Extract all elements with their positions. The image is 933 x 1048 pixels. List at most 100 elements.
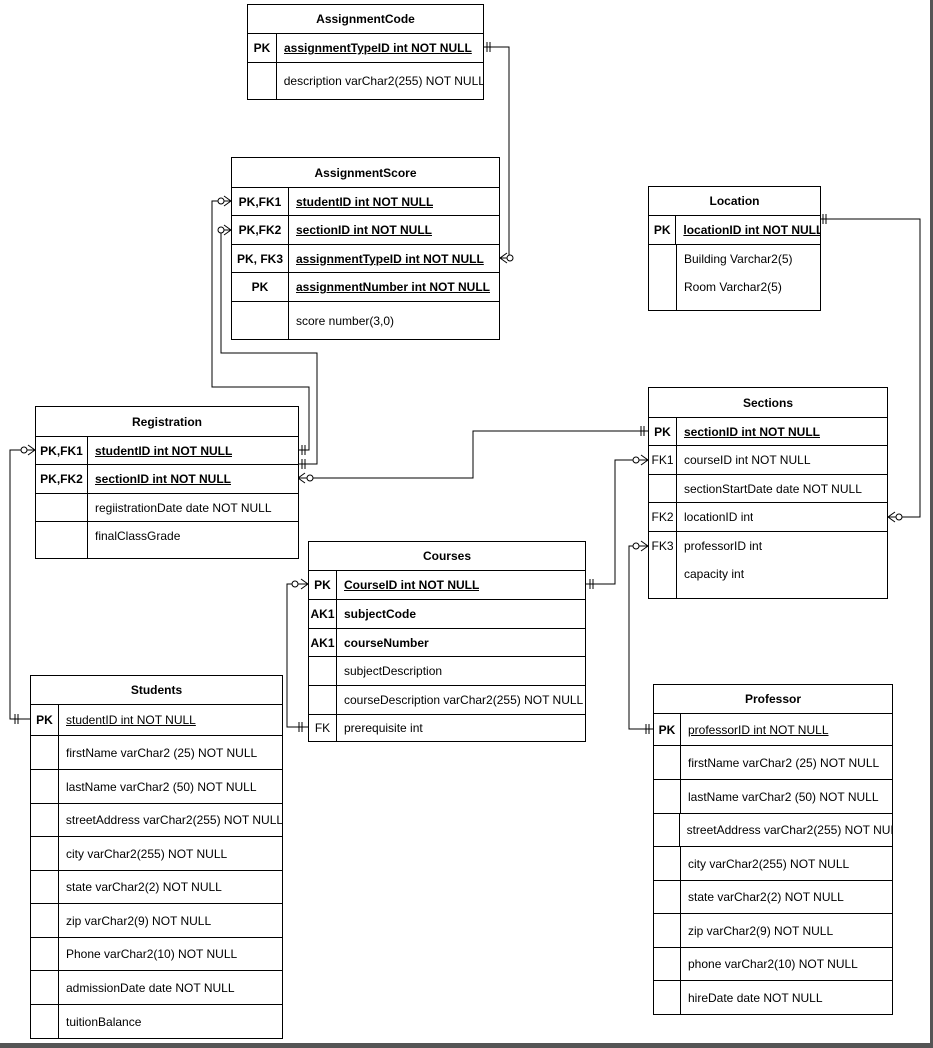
table-row: PK assignmentNumber int NOT NULL <box>232 273 499 302</box>
field-label: sectionID int NOT NULL <box>296 223 432 237</box>
rel-students-registration <box>9 444 36 724</box>
key-label: PK <box>649 418 677 445</box>
rel-assignmentcode-assignmentscore <box>484 42 514 264</box>
key-label <box>31 804 59 836</box>
field-label: subjectCode <box>344 607 417 621</box>
field-label: studentID int NOT NULL <box>95 443 233 458</box>
table-registration: Registration PK,FK1 studentID int NOT NU… <box>35 406 299 559</box>
field-label: studentID int NOT NULL <box>296 194 434 209</box>
field-label: lastName varChar2 (50) NOT NULL <box>66 779 257 794</box>
key-label: PK <box>309 571 337 599</box>
key-label: AK1 <box>309 629 337 656</box>
field-label: tuitionBalance <box>66 1014 142 1029</box>
field-label: professorID int NOT NULL <box>688 722 829 737</box>
rel-registration-student-assignmentscore <box>211 195 310 455</box>
field-label: state varChar2(2) NOT NULL <box>688 890 844 904</box>
field-label: lastName varChar2 (50) NOT NULL <box>688 789 879 804</box>
field-label: streetAddress varChar2(255) NOT NULL <box>65 813 282 827</box>
rel-professor-sections <box>628 540 653 734</box>
field-label: state varChar2(2) NOT NULL <box>66 880 222 894</box>
table-row: description varChar2(255) NOT NULL <box>248 63 483 99</box>
key-label: PK <box>31 705 59 735</box>
key-label <box>309 657 337 685</box>
field-label: city varChar2(255) NOT NULL <box>688 856 850 871</box>
key-label <box>654 948 681 980</box>
table-row: courseDescription varChar2(255) NOT NULL <box>309 686 585 715</box>
key-label <box>654 780 681 813</box>
table-row: lastName varChar2 (50) NOT NULL <box>654 780 892 814</box>
key-label <box>248 63 277 99</box>
key-label: PK,FK2 <box>36 465 88 493</box>
table-row: streetAddress varChar2(255) NOT NULL <box>31 804 282 837</box>
table-row: PK studentID int NOT NULL <box>31 705 282 736</box>
key-label <box>649 560 677 598</box>
table-row: Phone varChar2(10) NOT NULL <box>31 938 282 971</box>
key-label: PK,FK1 <box>232 188 289 215</box>
table-row: subjectDescription <box>309 657 585 686</box>
table-title: Professor <box>654 685 892 714</box>
table-row: city varChar2(255) NOT NULL <box>31 837 282 871</box>
field-label: sectionStartDate date NOT NULL <box>684 481 862 496</box>
field-label: city varChar2(255) NOT NULL <box>66 846 228 861</box>
table-row: score number(3,0) <box>232 302 499 339</box>
key-label: PK <box>649 216 677 244</box>
table-row: zip varChar2(9) NOT NULL <box>31 904 282 938</box>
field-label: sectionID int NOT NULL <box>684 424 820 439</box>
table-row: firstName varChar2 (25) NOT NULL <box>31 736 282 770</box>
field-label: Phone varChar2(10) NOT NULL <box>66 947 238 961</box>
field-label: assignmentTypeID int NOT NULL <box>284 41 472 55</box>
table-row: PK professorID int NOT NULL <box>654 714 892 746</box>
table-row: FK2 locationID int <box>649 503 887 532</box>
table-row: finalClassGrade <box>36 522 298 558</box>
field-label: zip varChar2(9) NOT NULL <box>688 923 834 938</box>
field-label: capacity int <box>684 567 745 581</box>
field-label: firstName varChar2 (25) NOT NULL <box>66 745 258 760</box>
table-row: state varChar2(2) NOT NULL <box>31 871 282 904</box>
table-row: admissionDate date NOT NULL <box>31 971 282 1005</box>
key-label: FK3 <box>649 532 677 560</box>
key-label: PK <box>654 714 681 745</box>
table-row: Building Varchar2(5) <box>649 245 820 273</box>
table-professor: Professor PK professorID int NOT NULL fi… <box>653 684 893 1015</box>
field-label: sectionID int NOT NULL <box>95 472 231 486</box>
key-label <box>36 522 88 558</box>
field-label: locationID int NOT NULL <box>683 223 820 237</box>
table-courses: Courses PK CourseID int NOT NULL AK1 sub… <box>308 541 586 742</box>
key-label: PK <box>232 273 289 301</box>
table-assignmentcode: AssignmentCode PK assignmentTypeID int N… <box>247 4 484 100</box>
field-label: assignmentTypeID int NOT NULL <box>296 251 484 266</box>
table-row: FK3 professorID int <box>649 532 887 560</box>
field-label: score number(3,0) <box>296 313 395 328</box>
table-row: tuitionBalance <box>31 1005 282 1038</box>
table-row: PK assignmentTypeID int NOT NULL <box>248 34 483 63</box>
field-label: professorID int <box>684 539 763 553</box>
rel-registration-section-assignmentscore <box>217 224 318 469</box>
rel-courses-sections <box>586 454 649 589</box>
key-label <box>31 938 59 970</box>
key-label <box>649 245 677 273</box>
key-label <box>31 1005 59 1038</box>
table-row: hireDate date NOT NULL <box>654 981 892 1014</box>
key-label <box>36 494 88 521</box>
table-title: Courses <box>309 542 585 571</box>
key-label: PK <box>248 34 277 62</box>
rel-courses-prerequisite <box>286 578 309 732</box>
table-row: PK,FK1 studentID int NOT NULL <box>36 437 298 465</box>
table-title: Registration <box>36 407 298 437</box>
table-row: state varChar2(2) NOT NULL <box>654 881 892 914</box>
field-label: streetAddress varChar2(255) NOT NULL <box>686 823 892 837</box>
table-row: city varChar2(255) NOT NULL <box>654 847 892 881</box>
field-label: firstName varChar2 (25) NOT NULL <box>688 755 880 770</box>
table-sections: Sections PK sectionID int NOT NULL FK1 c… <box>648 387 888 599</box>
key-label <box>654 981 681 1014</box>
key-label <box>649 475 677 502</box>
key-label <box>31 871 59 903</box>
table-row: streetAddress varChar2(255) NOT NULL <box>654 814 892 847</box>
key-label <box>654 914 681 947</box>
key-label <box>654 881 681 913</box>
table-title: AssignmentScore <box>232 158 499 188</box>
key-label <box>31 971 59 1004</box>
table-row: AK1 courseNumber <box>309 629 585 657</box>
field-label: finalClassGrade <box>95 529 181 543</box>
key-label: FK <box>309 715 337 741</box>
